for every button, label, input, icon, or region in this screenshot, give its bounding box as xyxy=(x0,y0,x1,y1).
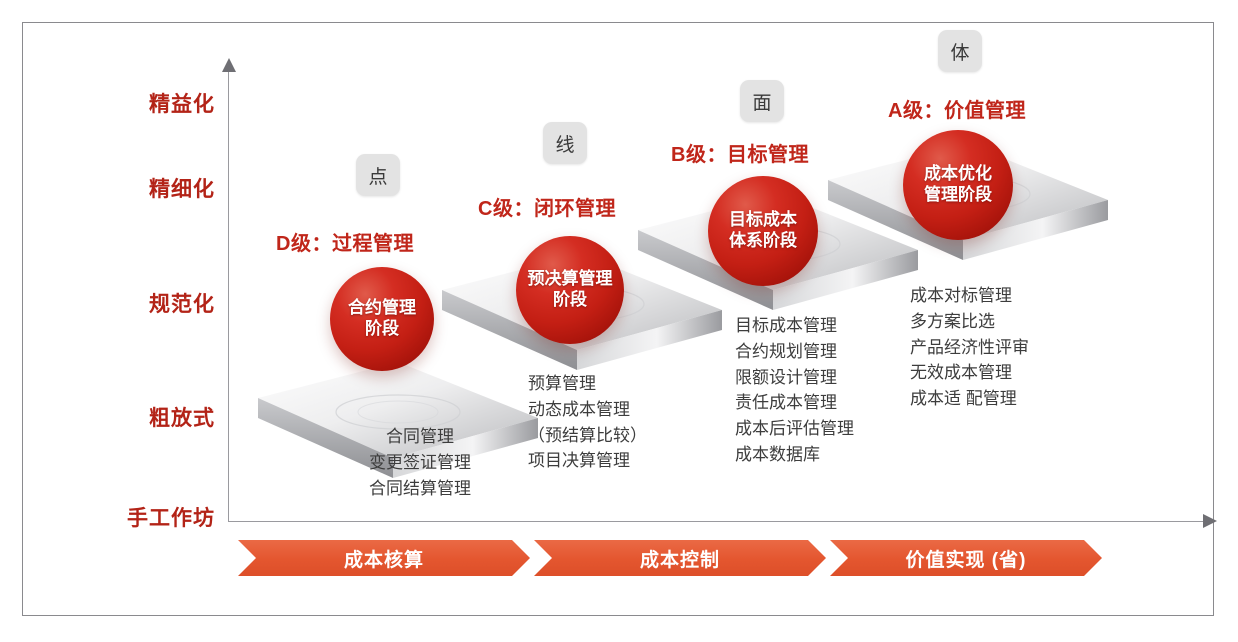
list-item: 合同管理 xyxy=(386,427,454,446)
list-item: 无效成本管理 xyxy=(910,363,1012,383)
list-item: 项目决算管理 xyxy=(528,451,630,471)
level-label-3: 粗放式 xyxy=(149,407,215,430)
step-4-sphere-line1: 成本优化 xyxy=(924,164,992,184)
step-1-sphere-line1: 合约管理 xyxy=(348,298,416,318)
step-4-badge: 体 xyxy=(938,30,982,72)
list-item: 成本对标管理 xyxy=(910,286,1012,305)
step-2-sphere-line2: 阶段 xyxy=(553,290,587,309)
list-item: 合约规划管理 xyxy=(735,341,837,361)
maturity-level-axis: 精益化 精细化 规范化 粗放式 手工作坊 xyxy=(70,0,215,642)
phase-chevron-2-label: 价值实现 (省) xyxy=(905,549,1027,571)
phase-chevron-2[interactable]: 价值实现 (省) xyxy=(830,540,1102,576)
level-label-4: 手工作坊 xyxy=(127,507,215,530)
list-item: 合同结算管理 xyxy=(369,478,471,498)
step-2-badge: 线 xyxy=(543,122,587,164)
list-item: 多方案比选 xyxy=(910,311,995,331)
step-2-grade-title: C级：闭环管理 xyxy=(478,198,616,220)
phase-chevron-0[interactable]: 成本核算 xyxy=(238,540,530,576)
list-item: 变更签证管理 xyxy=(369,452,471,472)
list-item: 动态成本管理 xyxy=(528,399,630,419)
step-3-item-list: 目标成本管理 合约规划管理 限额设计管理 责任成本管理 成本后评估管理 成本数据… xyxy=(735,313,925,468)
step-1-platform xyxy=(258,362,538,478)
step-3-sphere-line2: 体系阶段 xyxy=(729,231,797,250)
step-4-sphere: 成本优化 管理阶段 xyxy=(903,130,1013,240)
list-item: 成本适 配管理 xyxy=(910,389,1017,409)
horizontal-axis-arrow-icon xyxy=(1203,514,1217,528)
level-label-0: 精益化 xyxy=(149,93,215,116)
step-1-grade-title: D级：过程管理 xyxy=(276,233,414,255)
step-4-sphere-line2: 管理阶段 xyxy=(924,185,992,204)
step-2-item-list: 预算管理 动态成本管理 （预结算比较） 项目决算管理 xyxy=(528,371,718,474)
list-item: 成本后评估管理 xyxy=(735,419,854,439)
step-3-badge: 面 xyxy=(740,80,784,122)
step-1-sphere-line2: 阶段 xyxy=(365,319,399,338)
list-item: （预结算比较） xyxy=(528,425,647,445)
phase-chevron-1-label: 成本控制 xyxy=(639,549,720,571)
step-2-sphere-line1: 预决算管理 xyxy=(527,269,613,289)
list-item: 限额设计管理 xyxy=(735,367,837,387)
list-item: 责任成本管理 xyxy=(735,393,837,413)
list-item: 产品经济性评审 xyxy=(910,337,1029,357)
step-2-sphere: 预决算管理 阶段 xyxy=(516,236,624,344)
step-3-sphere: 目标成本 体系阶段 xyxy=(708,176,818,286)
step-1-item-list: 合同管理 变更签证管理 合同结算管理 xyxy=(330,424,510,501)
horizontal-axis-line xyxy=(228,521,1206,522)
step-1-sphere: 合约管理 阶段 xyxy=(330,267,434,371)
level-label-1: 精细化 xyxy=(149,178,215,201)
list-item: 目标成本管理 xyxy=(735,316,837,335)
list-item: 预算管理 xyxy=(528,374,596,393)
step-3-sphere-line1: 目标成本 xyxy=(729,210,797,230)
phase-chevron-1[interactable]: 成本控制 xyxy=(534,540,826,576)
vertical-axis-line xyxy=(228,70,229,522)
step-3-grade-title: B级：目标管理 xyxy=(671,144,809,166)
vertical-axis-arrow-icon xyxy=(222,58,236,72)
level-label-2: 规范化 xyxy=(149,293,215,316)
step-4-item-list: 成本对标管理 多方案比选 产品经济性评审 无效成本管理 成本适 配管理 xyxy=(910,283,1110,412)
step-1-badge: 点 xyxy=(356,154,400,196)
step-4-grade-title: A级：价值管理 xyxy=(888,100,1026,122)
list-item: 成本数据库 xyxy=(735,445,820,465)
phase-chevron-0-label: 成本核算 xyxy=(343,549,424,571)
